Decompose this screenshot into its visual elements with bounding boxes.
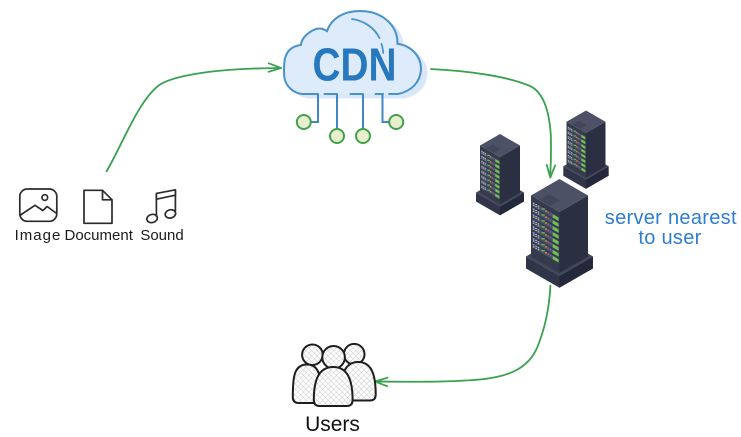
- svg-text:CDN: CDN: [313, 39, 397, 91]
- svg-text:Document: Document: [65, 227, 134, 244]
- svg-text:Users: Users: [305, 413, 360, 436]
- svg-text:server nearest: server nearest: [605, 207, 737, 229]
- svg-text:to user: to user: [638, 227, 701, 249]
- svg-text:Sound: Sound: [140, 227, 183, 244]
- svg-text:Image: Image: [15, 227, 62, 244]
